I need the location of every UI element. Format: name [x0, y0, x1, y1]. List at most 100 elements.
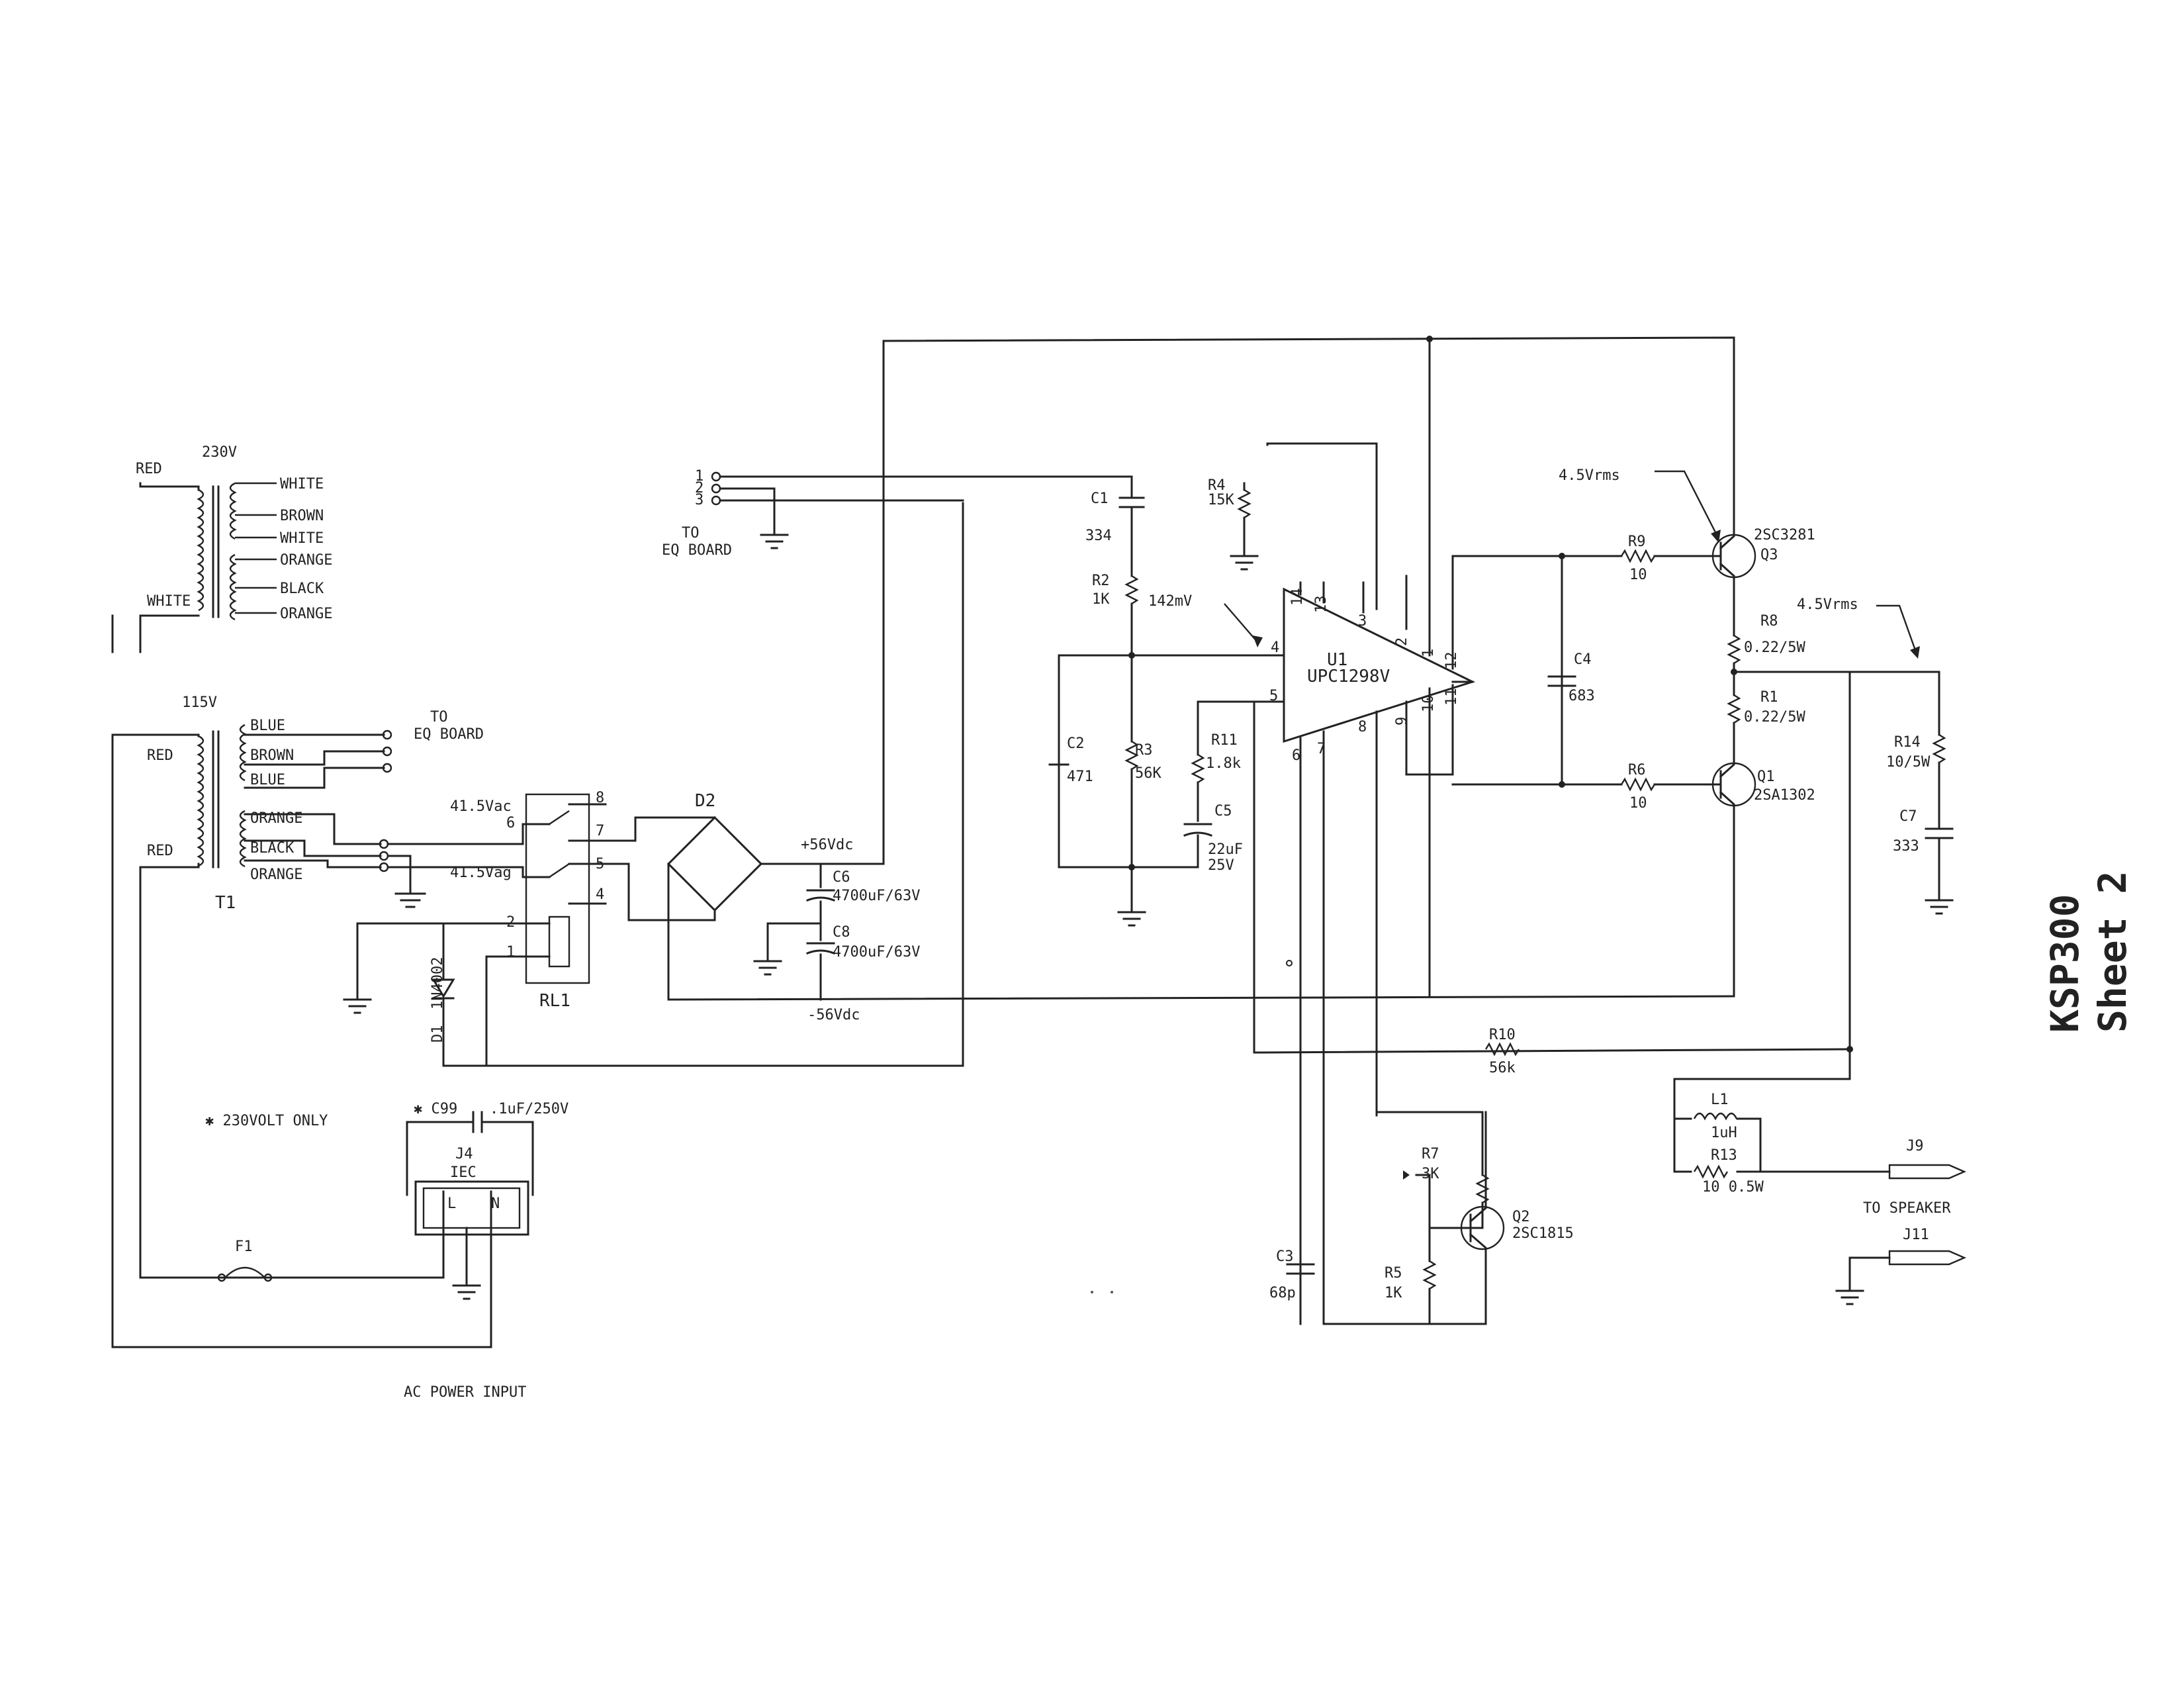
- r5-ref: R5: [1385, 1265, 1402, 1282]
- input-network: C1 334 R2 1K 142mV C2 471 R3 56K R11 1.8…: [1048, 442, 1378, 927]
- u1-pin-6: 6: [1292, 747, 1300, 764]
- r8-ref: R8: [1760, 613, 1778, 630]
- t230-white: WHITE: [147, 593, 191, 610]
- eq-pin-1: 1: [695, 468, 704, 485]
- t1-tap-5: BLACK: [250, 840, 295, 857]
- u1-pin-3: 3: [1358, 613, 1367, 630]
- sheet-title: KSP300 Sheet 2: [2042, 871, 2135, 1033]
- feedback-and-output: R10 56k L1 1uH R13 10 0.5W J9 TO SPEAKER…: [1484, 671, 1967, 1305]
- q1-value: 2SA1302: [1754, 787, 1815, 804]
- relay-pin-6: 6: [506, 815, 515, 831]
- t230-tap-6: ORANGE: [280, 606, 332, 622]
- u1-pin-1: 1: [1420, 649, 1437, 657]
- c7-value: 333: [1893, 838, 1919, 855]
- iec-connector-j4: [414, 1180, 529, 1236]
- t230-red: RED: [136, 461, 162, 477]
- t1-tap-4: ORANGE: [250, 810, 302, 827]
- vrms-right-label: 4.5Vrms: [1797, 596, 1858, 613]
- u1-pin-8: 8: [1358, 719, 1367, 735]
- relay-pin-8: 8: [596, 790, 604, 806]
- r7-ref: R7: [1422, 1146, 1439, 1162]
- c1-ref: C1: [1091, 491, 1109, 507]
- t1-tap-2: BROWN: [250, 747, 294, 764]
- u1-pin-14: 14: [1289, 588, 1306, 606]
- u1-pin-2: 2: [1394, 637, 1410, 646]
- j4-ref: J4: [455, 1146, 473, 1162]
- r6-value: 10: [1629, 795, 1647, 812]
- r4-ref: R4: [1208, 477, 1226, 494]
- eq-pin-2: 2: [695, 480, 704, 496]
- u1-value: UPC1298V: [1307, 667, 1390, 686]
- j4-n-pin: N: [491, 1196, 500, 1212]
- c2-value: 471: [1067, 769, 1093, 785]
- u1-body: [1283, 587, 1476, 743]
- c1-value: 334: [1085, 528, 1112, 544]
- c7-ref: C7: [1899, 808, 1917, 825]
- c8-ref: C8: [833, 924, 850, 941]
- jack-j9: [1888, 1164, 1967, 1180]
- bridge-d2-ref: D2: [695, 791, 715, 811]
- t1-ref: T1: [215, 893, 236, 913]
- jack-j11: [1888, 1250, 1967, 1266]
- q3-value: 2SC3281: [1754, 527, 1815, 543]
- r5-value: 1K: [1385, 1285, 1402, 1301]
- r11-ref: R11: [1211, 732, 1238, 749]
- u1-pin-9: 9: [1394, 717, 1410, 726]
- q3-ref: Q3: [1760, 547, 1778, 563]
- ac-power-input: ✱ 230VOLT ONLY ✱ C99 .1uF/250V J4 IEC L …: [111, 1101, 569, 1401]
- c2-ref: C2: [1067, 735, 1085, 752]
- t230-voltage: 230V: [202, 444, 237, 461]
- t230-tap-1: WHITE: [280, 476, 324, 492]
- c4-value: 683: [1569, 688, 1595, 704]
- t1-tap-1: BLUE: [250, 718, 285, 734]
- t230-tap-4: ORANGE: [280, 552, 332, 569]
- c3-ref: C3: [1276, 1248, 1294, 1265]
- relay-rl1: [525, 793, 590, 984]
- r11-value: 1.8k: [1206, 755, 1241, 772]
- j4-l-pin: L: [447, 1196, 456, 1212]
- t1-tap-6: ORANGE: [250, 867, 302, 883]
- c4-ref: C4: [1574, 651, 1592, 668]
- r4-value: 15K: [1208, 492, 1234, 508]
- r10-value: 56k: [1489, 1060, 1516, 1076]
- eq-pin-3: 3: [695, 492, 704, 508]
- bias-circuit: R7 3K Q2 2SC1815 R5 1K C3 68p: [1269, 1111, 1574, 1325]
- r10-ref: R10: [1489, 1027, 1516, 1043]
- vac-bottom-label: 41.5Vag: [450, 865, 512, 881]
- j11-ref: J11: [1903, 1227, 1929, 1243]
- r7-value: 3K: [1422, 1166, 1439, 1182]
- mv142-label: 142mV: [1148, 593, 1192, 610]
- u1-ref: U1: [1327, 650, 1347, 670]
- r2-ref: R2: [1092, 573, 1110, 589]
- title-model: KSP300: [2042, 894, 2087, 1033]
- rectifier-section: 41.5Vac 41.5Vag RL1 8 7 6 5 4 2 1 D2 +56…: [343, 502, 1735, 1067]
- t230-tap-5: BLACK: [280, 581, 324, 597]
- r3-value: 56K: [1135, 765, 1161, 782]
- c6-ref: C6: [833, 869, 850, 886]
- relay-pin-7: 7: [596, 823, 604, 839]
- t1-red-bottom: RED: [147, 843, 173, 859]
- r13-value: 10 0.5W: [1702, 1179, 1764, 1196]
- fuse-f1-ref: F1: [235, 1239, 253, 1255]
- bridge-d2: [666, 816, 763, 912]
- t230-tap-3: WHITE: [280, 530, 324, 547]
- c99-ref: ✱ C99: [414, 1101, 457, 1117]
- t230-tap-2: BROWN: [280, 508, 324, 524]
- output-stage: C4 683 R9 10 R6 10 2SC3281 Q3 4.5Vrms R8…: [1451, 467, 1954, 998]
- r2-value: 1K: [1092, 591, 1110, 608]
- t1-voltage: 115V: [182, 694, 217, 711]
- relay-pin-1: 1: [506, 944, 515, 961]
- r1-ref: R1: [1760, 689, 1778, 706]
- c8-value: 4700uF/63V: [833, 944, 920, 961]
- q1-ref: Q1: [1757, 769, 1775, 785]
- r9-ref: R9: [1628, 534, 1646, 550]
- transformer-230v: 230V RED WHITE WHITE BROWN WHITE ORANGE …: [111, 444, 332, 653]
- t1-red-top: RED: [147, 747, 173, 764]
- r14-ref: R14: [1894, 734, 1921, 751]
- l1-ref: L1: [1711, 1092, 1729, 1108]
- j4-type: IEC: [450, 1164, 477, 1181]
